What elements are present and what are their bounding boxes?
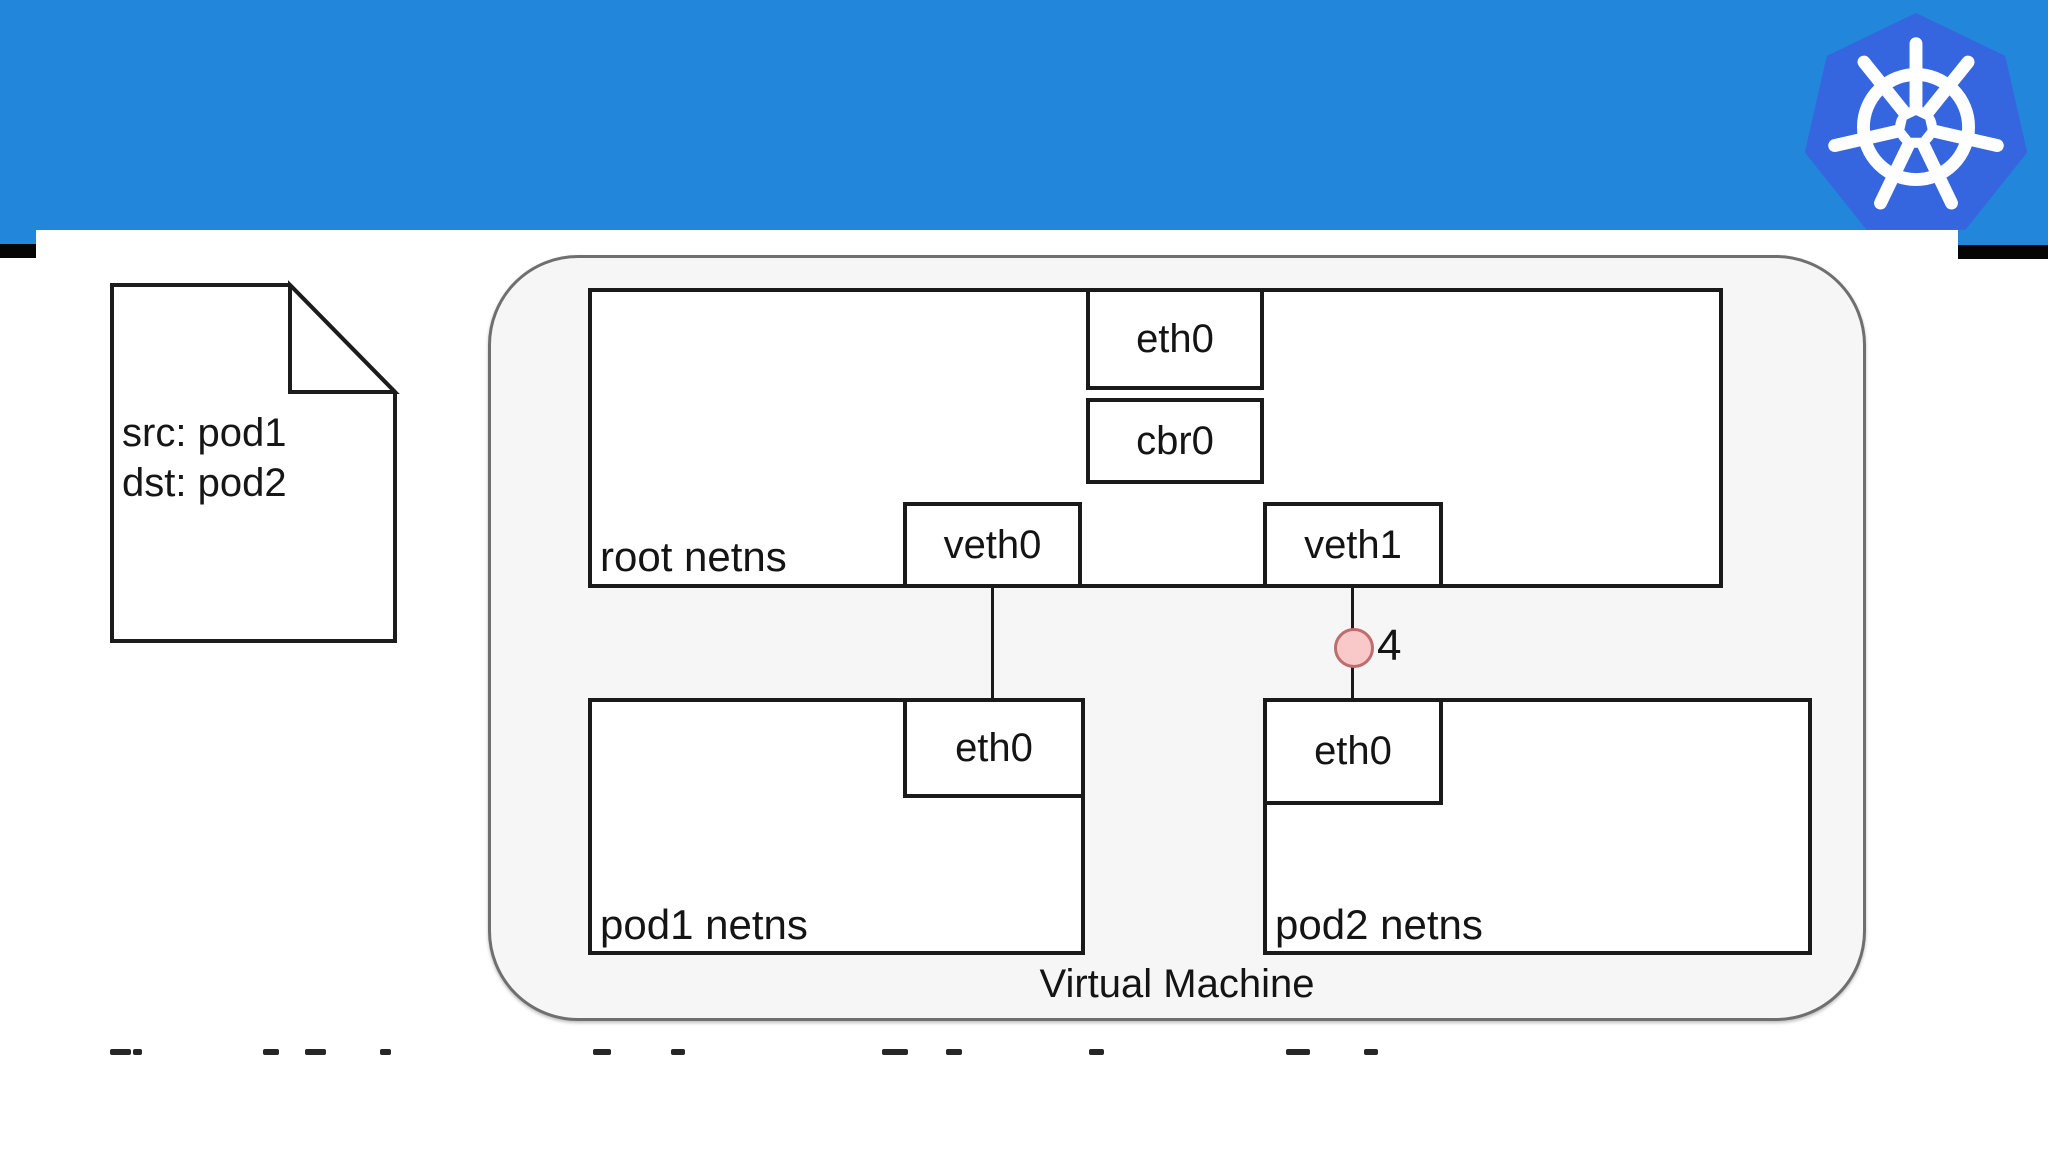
cbr0-label: cbr0 (1136, 418, 1214, 463)
caption-fragment (1364, 1049, 1378, 1055)
kubernetes-logo-icon (1804, 12, 2028, 230)
packet-dst-label: dst: pod2 (122, 461, 287, 505)
caption-fragment (110, 1049, 131, 1055)
pod2-eth0-label: eth0 (1314, 729, 1392, 773)
veth1-label: veth1 (1304, 522, 1402, 567)
packet-note: src: pod1 dst: pod2 (122, 408, 287, 508)
veth0-label: veth0 (943, 522, 1042, 567)
caption-fragment (671, 1049, 685, 1055)
caption-fragment (1286, 1049, 1310, 1055)
root-netns-label: root netns (600, 533, 787, 580)
edge-artifact-right-blue (1958, 230, 2048, 245)
caption-fragment (593, 1049, 611, 1055)
caption-fragment (305, 1049, 326, 1055)
virtual-machine-label: Virtual Machine (1039, 962, 1315, 1006)
pod2-netns-label: pod2 netns (1275, 901, 1483, 948)
packet-src-label: src: pod1 (122, 411, 287, 455)
root-eth0-label: eth0 (1136, 316, 1214, 361)
caption-fragment (1089, 1049, 1104, 1055)
document-icon (110, 280, 400, 643)
root-eth0-box: eth0 (1086, 288, 1264, 390)
pod1-netns-label: pod1 netns (600, 901, 808, 948)
caption-fragment (263, 1049, 279, 1055)
cbr0-box: cbr0 (1086, 398, 1264, 484)
pod1-eth0-label: eth0 (955, 725, 1033, 770)
caption-fragment (882, 1049, 908, 1055)
edge-artifact-left-black (0, 244, 36, 258)
step-marker-label: 4 (1377, 621, 1402, 670)
caption-fragment (946, 1049, 962, 1055)
step-marker-circle (1334, 628, 1374, 668)
pod1-eth0-box: eth0 (903, 698, 1085, 798)
veth0-box: veth0 (903, 502, 1082, 588)
veth1-box: veth1 (1263, 502, 1443, 588)
edge-artifact-left-blue (0, 230, 36, 244)
caption-fragment (133, 1049, 142, 1055)
header-bar (0, 0, 2048, 230)
edge-artifact-right-black (1958, 245, 2048, 259)
pod2-eth0-box: eth0 (1263, 698, 1443, 805)
connector-veth0-pod1-eth0 (991, 586, 994, 700)
caption-fragment (380, 1049, 391, 1055)
